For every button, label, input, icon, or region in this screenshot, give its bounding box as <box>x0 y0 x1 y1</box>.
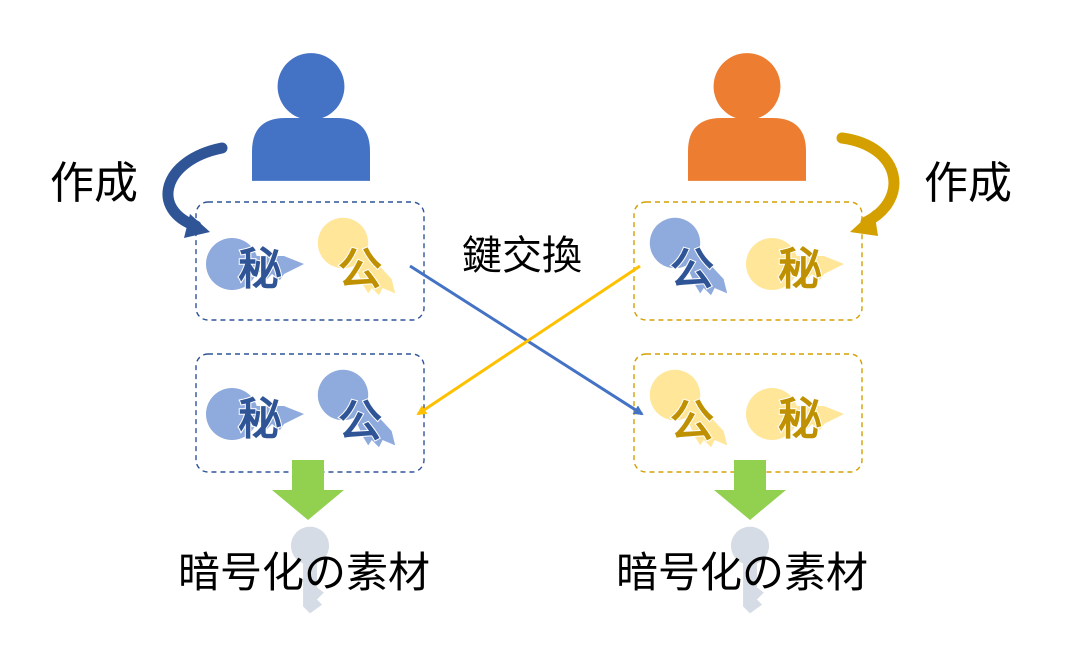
create-arrow-left-head <box>184 214 210 238</box>
secret-key-glyph: 秘 <box>778 244 822 295</box>
create-arrow-right-head <box>850 210 878 236</box>
key-exchange-label: 鍵交換 <box>462 233 582 279</box>
key-box-right-top <box>633 201 863 321</box>
public-key-glyph: 公 <box>338 396 382 447</box>
secret-key-glyph: 秘 <box>238 244 282 295</box>
create-arrow-left <box>162 142 228 232</box>
exchange-arrow-blue <box>409 264 644 416</box>
secret-key-glyph: 秘 <box>778 394 822 445</box>
key-box-left-top <box>195 201 425 321</box>
public-key-glyph: 公 <box>338 244 382 295</box>
secret-key-glyph: 秘 <box>238 394 282 445</box>
create-arrow-right <box>836 132 900 228</box>
key-box-left-bottom <box>195 353 425 473</box>
person-icon <box>252 53 370 181</box>
material-label-right: 暗号化の素材 <box>616 548 869 597</box>
person-icon <box>688 53 806 181</box>
create-label-left: 作成 <box>50 158 138 209</box>
down-arrow-right <box>714 460 786 520</box>
material-label-left: 暗号化の素材 <box>178 548 431 597</box>
create-label-right: 作成 <box>924 158 1012 209</box>
public-key-glyph: 公 <box>670 396 714 447</box>
down-arrow-left <box>272 460 344 520</box>
exchange-arrow-gold <box>416 264 641 416</box>
public-key-glyph: 公 <box>670 244 714 295</box>
